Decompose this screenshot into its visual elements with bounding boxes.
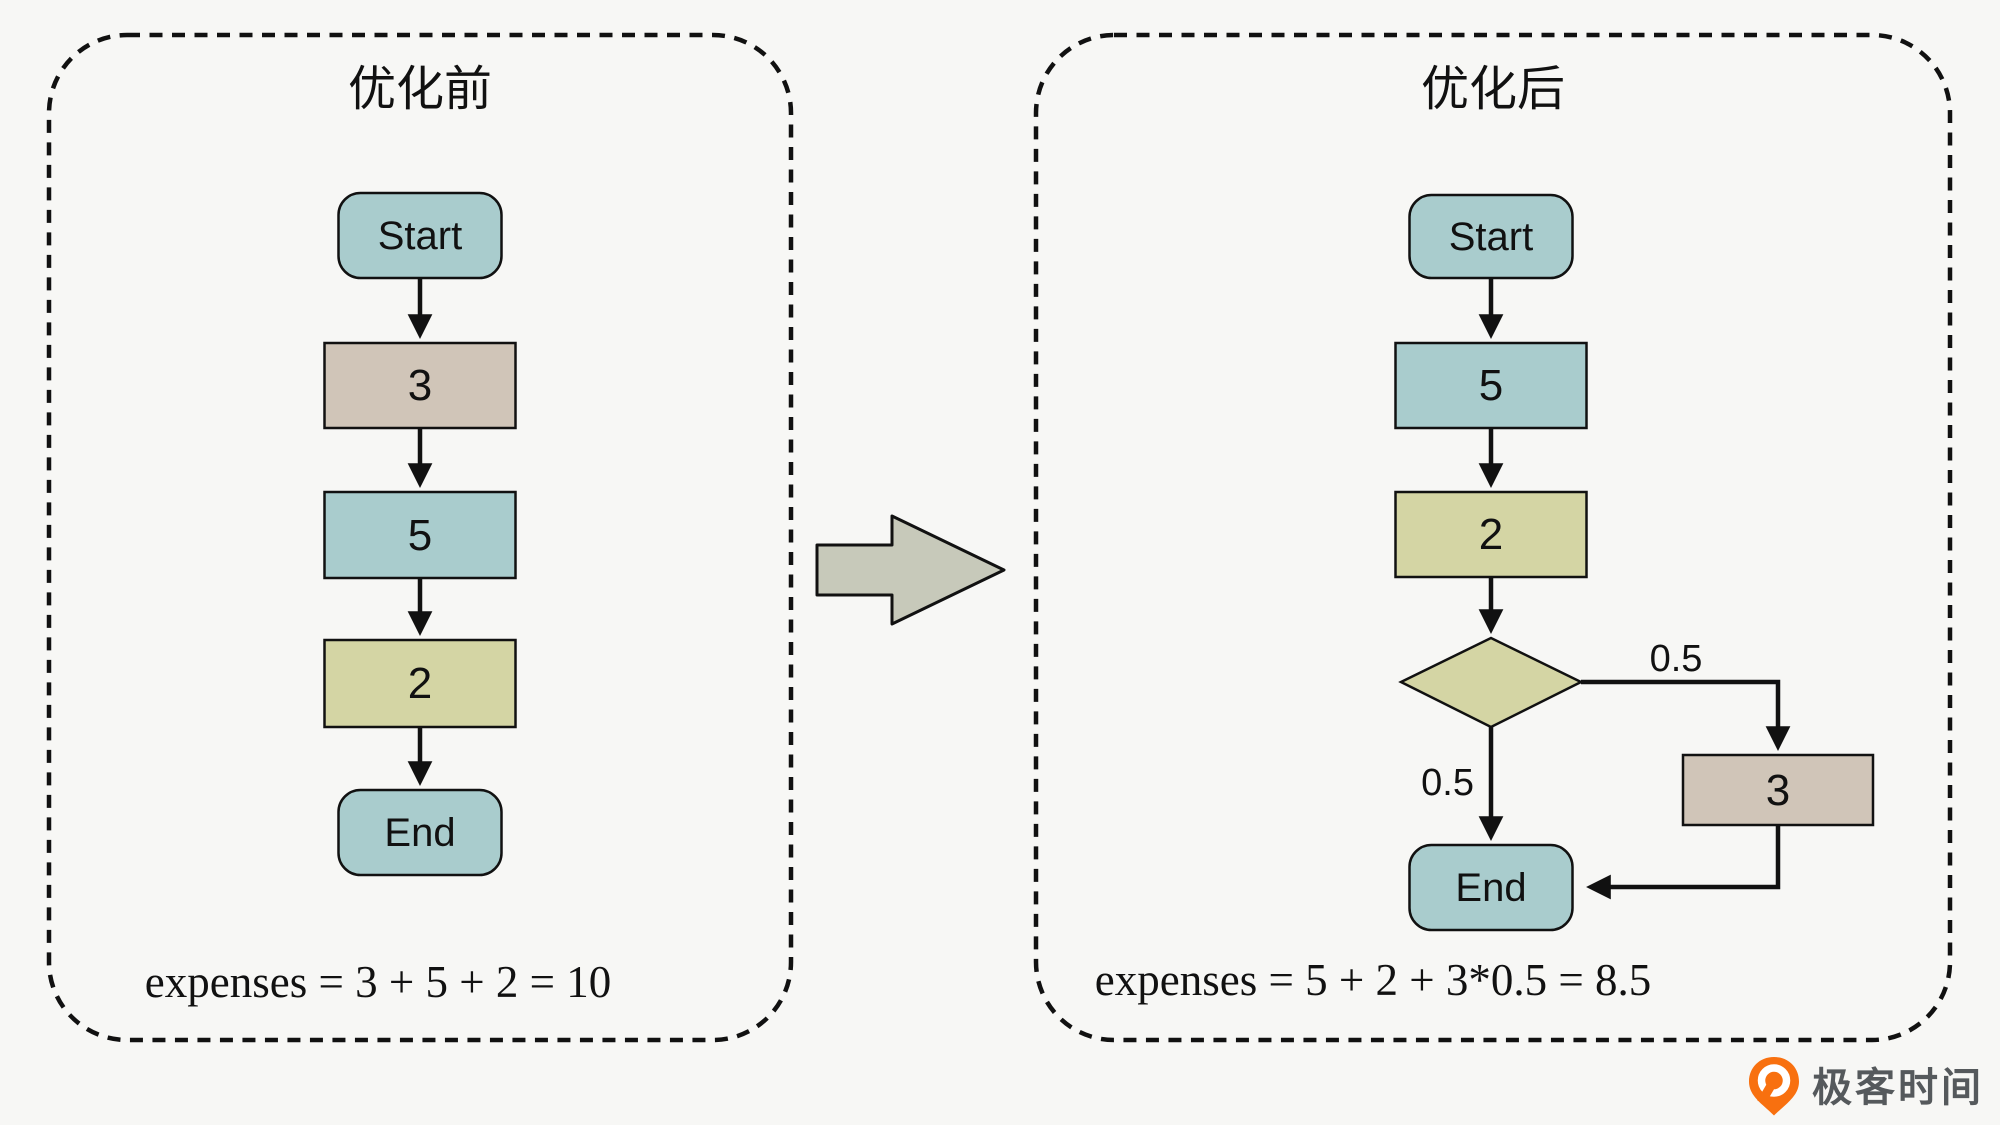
logo-q-tail	[1757, 1080, 1777, 1105]
before-cost5-label: 5	[408, 511, 432, 560]
before-panel-dashed-border	[46, 32, 794, 1043]
after-branch-probability-down: 0.5	[1421, 762, 1474, 804]
before-expenses-formula: expenses = 3 + 5 + 2 = 10	[145, 957, 611, 1007]
before-start-label: Start	[378, 214, 462, 258]
before-cost3-node	[323, 341, 517, 430]
geektime-logo-wordmark: 极客时间	[1812, 1066, 1984, 1110]
before-end-label: End	[384, 811, 455, 855]
before-cost2-node	[323, 638, 517, 729]
before-panel-title: 优化前	[348, 63, 492, 116]
after-edge-decision-to-3	[1581, 679, 1791, 751]
after-start-label: Start	[1449, 215, 1533, 259]
after-cost2-label: 2	[1479, 510, 1503, 559]
transition-right-arrow	[815, 514, 1006, 626]
geektime-logo: 极客时间	[1749, 1057, 1984, 1116]
before-cost3-label: 3	[408, 361, 432, 410]
before-panel: 优化前 Start 3 5 2 End expenses = 3 + 5 + 2…	[46, 32, 794, 1043]
after-panel-dashed-border	[1033, 32, 1953, 1043]
after-end-node	[1408, 843, 1574, 932]
after-expenses-formula: expenses = 5 + 2 + 3*0.5 = 8.5	[1095, 955, 1651, 1005]
after-cost3-label: 3	[1766, 766, 1790, 815]
before-cost5-node	[323, 490, 517, 580]
after-cost5-node	[1394, 341, 1588, 430]
after-panel: 优化后 Start 5 2 0.5 3	[1033, 32, 1953, 1043]
geektime-logo-icon	[1749, 1057, 1799, 1116]
after-cost5-label: 5	[1479, 361, 1503, 410]
after-cost3-node	[1681, 753, 1875, 827]
after-branch-probability-right: 0.5	[1650, 638, 1703, 680]
before-cost2-label: 2	[408, 659, 432, 708]
after-panel-title: 优化后	[1421, 63, 1565, 116]
before-end-node	[337, 788, 503, 877]
logo-ring	[1757, 1064, 1791, 1097]
after-decision-diamond	[1398, 636, 1584, 729]
after-edge-3-to-end	[1586, 825, 1781, 900]
after-end-label: End	[1455, 866, 1526, 910]
